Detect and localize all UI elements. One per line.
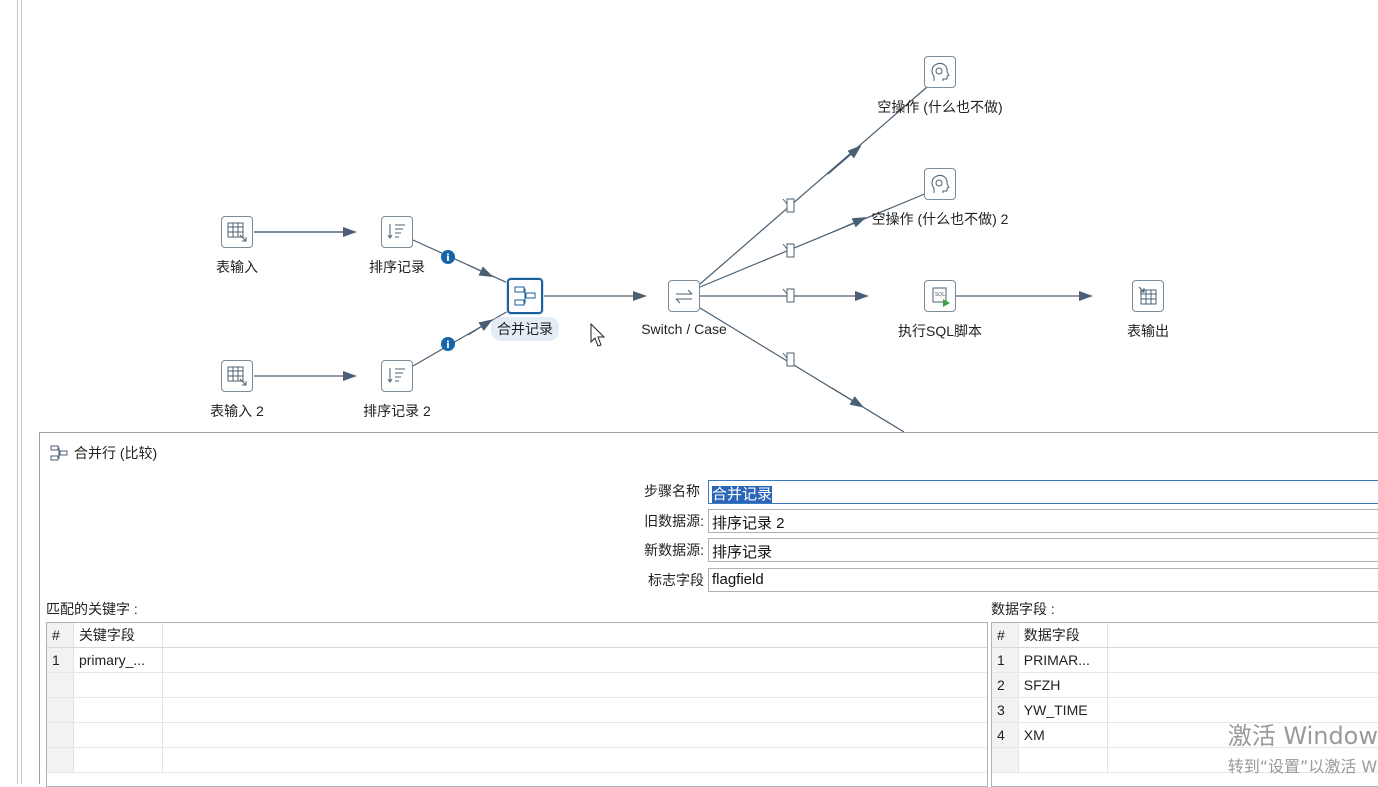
step-label: 合并记录 [491,317,559,341]
value-field-cell[interactable]: YW_TIME [1018,697,1108,723]
value-field-cell[interactable]: XM [1018,722,1108,748]
step-label: 排序记录 2 [363,403,431,419]
row-number: 4 [992,722,1019,748]
info-icon[interactable]: i [441,337,455,351]
sql-script-icon: SQL [932,287,950,307]
values-section-label: 数据字段 : [991,601,1055,617]
new-source-value: 排序记录 [712,544,773,561]
row-number-header[interactable]: # [992,623,1019,648]
hops-layer: i i [254,86,1093,432]
merge-icon [514,286,536,306]
table-row [47,672,987,698]
table-row[interactable]: 1 primary_... [47,647,987,673]
old-source-select[interactable]: 排序记录 2 [708,509,1378,533]
transformation-canvas[interactable]: i i 表输入 排序记录 [28,0,1378,432]
new-source-select[interactable]: 排序记录 [708,538,1378,562]
row-number: 3 [992,697,1019,723]
flag-field-label: 标志字段 [648,572,704,588]
step-name-value: 合并记录 [712,486,773,503]
merge-rows-dialog: 合并行 (比较) 步骤名称 合并记录 旧数据源: 排序记录 2 新数据源: 排序… [39,432,1378,787]
keys-table[interactable]: # 关键字段 1 primary_... [46,622,988,787]
step-name-label: 步骤名称 [644,483,700,499]
table-row [992,747,1378,773]
hop-switch-offscreen[interactable] [699,307,905,432]
exec-sql-step[interactable]: SQL [924,280,956,312]
table-row [47,697,987,723]
dummy-2-step[interactable] [924,168,956,200]
mouse-cursor-icon [590,323,606,347]
dialog-title: 合并行 (比较) [50,443,157,463]
svg-text:i: i [446,340,449,351]
step-label: 表输入 2 [210,403,264,419]
hop-sort-merge[interactable] [412,239,511,285]
table-row[interactable]: 3 YW_TIME [992,697,1378,723]
watermark-line1: 激活 Window [1227,722,1378,750]
table-row[interactable]: 4 XM [992,722,1378,748]
table-output-icon [1138,286,1157,305]
merge-icon [50,445,68,461]
table-input-step[interactable] [221,216,253,248]
table-row[interactable]: 1 PRIMAR... [992,647,1378,673]
flag-field-input[interactable]: flagfield [708,568,1378,592]
step-label: 排序记录 [369,259,425,275]
sort-icon [387,368,405,383]
key-field-header[interactable]: 关键字段 [73,623,163,648]
table-output-step[interactable] [1132,280,1164,312]
value-field-header[interactable]: 数据字段 [1018,623,1108,648]
watermark-line2: 转到“设置”以激活 W [1227,757,1378,776]
new-source-label: 新数据源: [644,542,704,558]
step-label: 表输入 [216,259,258,275]
table-input-2-step[interactable] [221,360,253,392]
sort-rows-2-step[interactable] [381,360,413,392]
table-row [47,722,987,748]
activation-watermark: 激活 Window 转到“设置”以激活 W [1228,716,1378,777]
value-field-cell[interactable]: SFZH [1018,672,1108,698]
flag-field-value: flagfield [712,571,764,588]
head-icon [931,175,950,193]
step-label: 表输出 [1127,323,1169,339]
left-edge [0,0,28,784]
sort-rows-step[interactable] [381,216,413,248]
table-row [47,747,987,773]
svg-text:i: i [446,253,449,264]
hop-switch-dummy2[interactable] [699,192,928,288]
step-label: 空操作 (什么也不做) 2 [871,211,1009,227]
merge-rows-step[interactable] [507,278,543,314]
step-name-field[interactable]: 合并记录 [708,480,1378,504]
hop-switch-dummy[interactable] [699,86,928,285]
old-source-label: 旧数据源: [644,513,704,529]
values-table[interactable]: # 数据字段 1 PRIMAR... 2 SFZH 3 YW_TIME 4 [991,622,1378,787]
head-icon [931,63,950,81]
info-icon[interactable]: i [441,250,455,264]
step-label: 空操作 (什么也不做) [877,99,1003,115]
switch-icon [675,289,693,304]
table-row[interactable]: 2 SFZH [992,672,1378,698]
value-field-cell[interactable]: PRIMAR... [1018,647,1108,673]
old-source-value: 排序记录 2 [712,515,785,532]
keys-section-label: 匹配的关键字 : [46,601,138,617]
row-number: 2 [992,672,1019,698]
dummy-step[interactable] [924,56,956,88]
switch-case-step[interactable] [668,280,700,312]
step-label: Switch / Case [641,321,727,337]
key-field-cell[interactable]: primary_... [73,647,163,673]
row-number: 1 [47,647,74,673]
dialog-title-text: 合并行 (比较) [74,445,158,461]
row-number: 1 [992,647,1019,673]
sort-icon [387,224,405,239]
table-input-icon [227,222,247,242]
row-number-header[interactable]: # [47,623,74,648]
svg-text:SQL: SQL [935,292,945,298]
step-label: 执行SQL脚本 [897,323,983,339]
table-input-icon [227,366,247,386]
